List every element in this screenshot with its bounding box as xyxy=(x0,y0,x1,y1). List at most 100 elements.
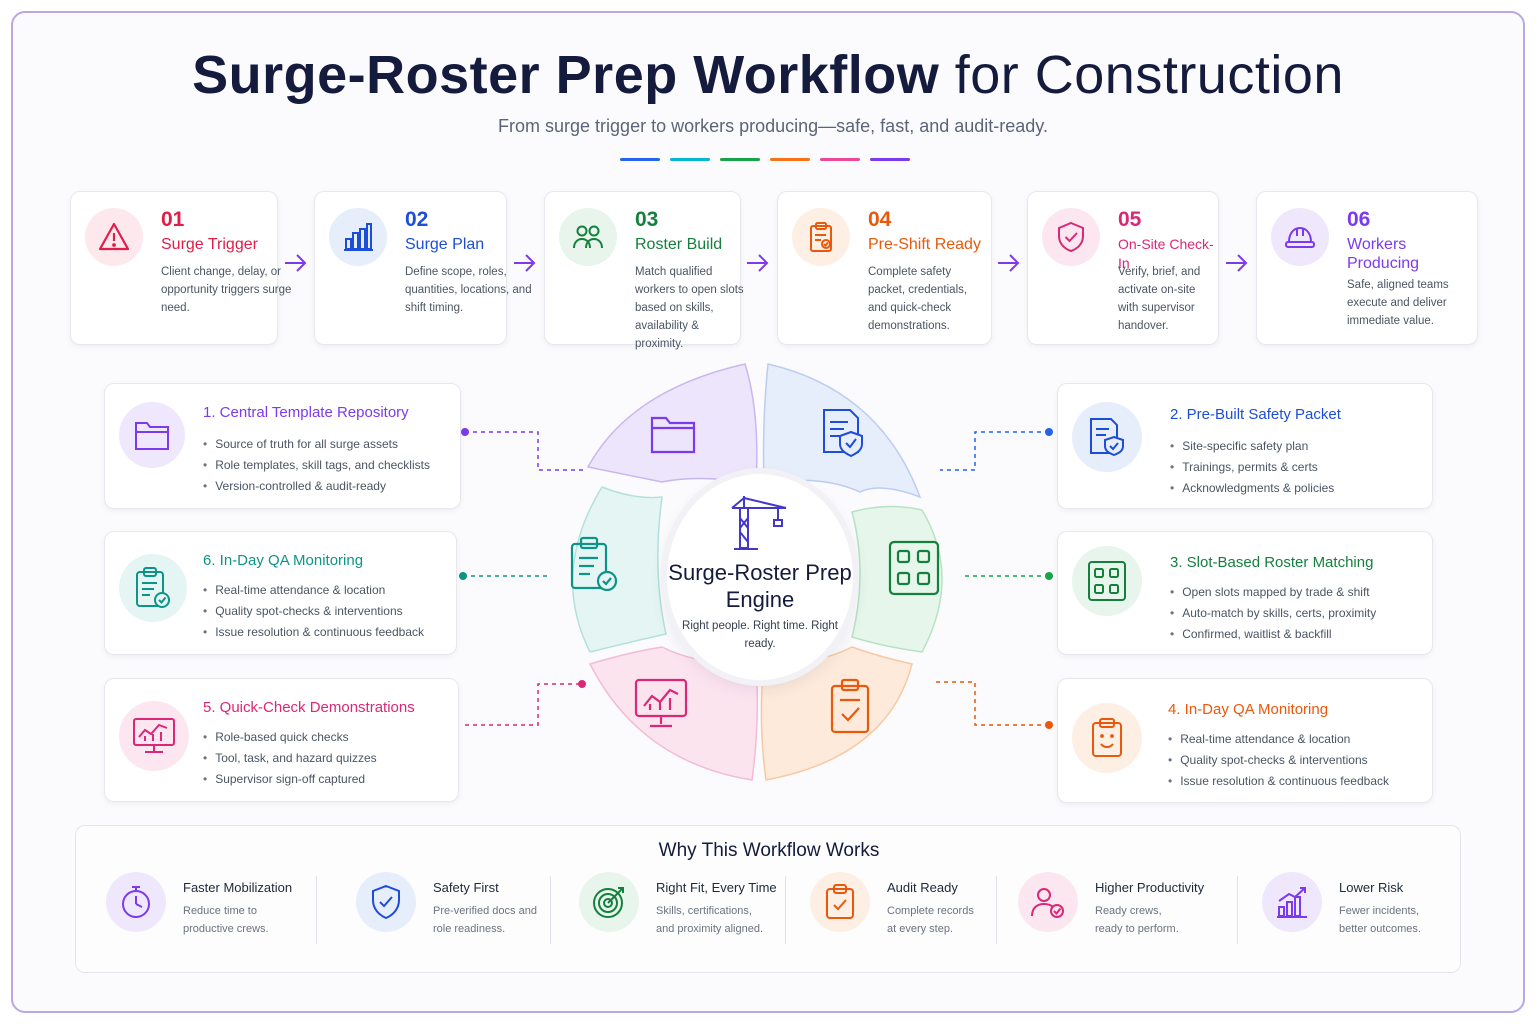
feature-bullet: Issue resolution & continuous feedback xyxy=(203,622,424,643)
feature-bullet: Real-time attendance & location xyxy=(203,580,424,601)
shield-check-icon xyxy=(1042,208,1100,266)
arrow-right-icon xyxy=(747,254,769,272)
step-description: Match qualified workers to open slots ba… xyxy=(635,266,744,350)
step-number: 01 xyxy=(161,208,185,231)
safety-document-icon xyxy=(823,409,863,458)
feature-title: 1. Central Template Repository xyxy=(203,404,409,421)
divider xyxy=(550,876,551,944)
feature-title: 6. In-Day QA Monitoring xyxy=(203,552,364,569)
engine-wheel xyxy=(570,363,943,781)
feature-bullet: Version-controlled & audit-ready xyxy=(203,476,430,497)
step-card-01: 01 Surge Trigger Client change, delay, o… xyxy=(70,191,291,345)
wheel-segment-safety xyxy=(762,363,922,499)
step-number: 06 xyxy=(1347,208,1371,231)
benefit-title: Faster Mobilization xyxy=(183,880,293,895)
divider xyxy=(316,876,317,944)
wheel-segment-qa-left xyxy=(571,486,667,653)
step-label: Roster Build xyxy=(635,236,723,253)
benefit-title: Right Fit, Every Time xyxy=(656,880,777,895)
step-label: On-Site Check-In xyxy=(1118,236,1214,271)
alert-triangle-icon xyxy=(85,208,143,266)
feature-bullet: Issue resolution & continuous feedback xyxy=(1168,771,1389,792)
why-panel: Why This Workflow Works Faster Mobilizat… xyxy=(75,825,1461,973)
title-rule-green xyxy=(720,158,760,161)
step-description: Verify, brief, and activate on-site with… xyxy=(1118,266,1201,332)
step-card-06: 06 Workers Producing Safe, aligned teams… xyxy=(1256,191,1478,345)
benefit-description: Skills, certifications,and proximity ali… xyxy=(656,905,764,935)
feature-bullet: Supervisor sign-off captured xyxy=(203,769,377,790)
feature-card-template-repository: 1. Central Template Repository Source of… xyxy=(104,383,461,509)
benefit-title: Higher Productivity xyxy=(1095,880,1205,895)
arrow-right-icon xyxy=(285,254,307,272)
engine-hub: Surge-Roster Prep Engine Right people. R… xyxy=(667,474,853,680)
user-check-icon xyxy=(1018,872,1078,932)
step-number: 03 xyxy=(635,208,659,231)
feature-card-quick-check: 5. Quick-Check Demonstrations Role-based… xyxy=(104,678,459,802)
stopwatch-icon xyxy=(106,872,166,932)
title-rule-cyan xyxy=(670,158,710,161)
feature-card-qa-monitoring-left: 6. In-Day QA Monitoring Real-time attend… xyxy=(104,531,457,655)
title-rule-blue xyxy=(620,158,660,161)
step-card-04: 04 Pre-Shift Ready Complete safety packe… xyxy=(777,191,992,345)
feature-card-roster-matching: 3. Slot-Based Roster Matching Open slots… xyxy=(1057,531,1433,655)
wheel-segment-qa-right xyxy=(760,646,913,781)
grid-icon xyxy=(1072,546,1142,616)
feature-title: 5. Quick-Check Demonstrations xyxy=(203,699,415,716)
feature-bullet: Acknowledgments & policies xyxy=(1170,478,1334,499)
feature-title: 3. Slot-Based Roster Matching xyxy=(1170,554,1374,571)
arrow-right-icon xyxy=(1226,254,1248,272)
feature-bullet: Auto-match by skills, certs, proximity xyxy=(1170,603,1376,624)
crane-icon xyxy=(731,496,787,550)
page-title: Surge-Roster Prep Workflow for Construct… xyxy=(192,45,1344,105)
feature-bullet: Trainings, permits & certs xyxy=(1170,457,1334,478)
title-rule-pink xyxy=(820,158,860,161)
hard-hat-icon xyxy=(1271,208,1329,266)
step-number: 05 xyxy=(1118,208,1142,231)
grid-icon xyxy=(888,540,940,596)
step-label: Surge Plan xyxy=(405,236,485,253)
target-icon xyxy=(579,872,639,932)
feature-bullet: Tool, task, and hazard quizzes xyxy=(203,748,376,769)
engine-title: Surge-Roster Prep Engine xyxy=(668,560,852,612)
clipboard-check-icon xyxy=(830,678,870,734)
benefit-description: Fewer incidents,better outcomes. xyxy=(1339,905,1421,935)
feature-bullets: Real-time attendance & location Quality … xyxy=(203,580,424,643)
divider xyxy=(1237,876,1238,944)
bar-chart-icon xyxy=(329,208,387,266)
shield-check-icon xyxy=(356,872,416,932)
clipboard-check-icon xyxy=(810,872,870,932)
feature-bullets: Real-time attendance & location Quality … xyxy=(1168,729,1389,792)
feature-bullet: Quality spot-checks & interventions xyxy=(203,601,424,622)
feature-bullets: Site-specific safety plan Trainings, per… xyxy=(1170,436,1334,499)
step-label: Workers Producing xyxy=(1347,236,1420,272)
page-subtitle: From surge trigger to workers producing—… xyxy=(498,116,1048,136)
feature-bullet: Real-time attendance & location xyxy=(1168,729,1389,750)
title-rule-orange xyxy=(770,158,810,161)
step-description: Define scope, roles, quantities, locatio… xyxy=(405,266,532,314)
folder-icon xyxy=(119,402,185,468)
feature-bullets: Role-based quick checks Tool, task, and … xyxy=(203,727,377,790)
feature-bullet: Source of truth for all surge assets xyxy=(203,434,430,455)
step-number: 04 xyxy=(868,208,892,231)
benefit-title: Audit Ready xyxy=(887,880,958,895)
why-title: Why This Workflow Works xyxy=(658,840,880,861)
step-card-02: 02 Surge Plan Define scope, roles, quant… xyxy=(314,191,532,345)
divider xyxy=(996,876,997,944)
title-rule-purple xyxy=(870,158,910,161)
step-card-05: 05 On-Site Check-In Verify, brief, and a… xyxy=(1027,191,1219,345)
arrow-right-icon xyxy=(514,254,536,272)
feature-bullet: Role-based quick checks xyxy=(203,727,377,748)
feature-bullets: Open slots mapped by trade & shift Auto-… xyxy=(1170,582,1376,645)
divider xyxy=(785,876,786,944)
feature-bullets: Source of truth for all surge assets Rol… xyxy=(203,434,430,497)
feature-bullet: Confirmed, waitlist & backfill xyxy=(1170,624,1376,645)
clipboard-checklist-icon xyxy=(119,554,187,622)
monitor-chart-icon xyxy=(119,701,189,771)
monitor-chart-icon xyxy=(634,678,688,728)
benefit-title: Lower Risk xyxy=(1339,880,1404,895)
folder-icon xyxy=(650,416,696,454)
benefit-description: Ready crews,ready to perform. xyxy=(1095,905,1179,935)
step-description: Client change, delay, or opportunity tri… xyxy=(161,266,292,314)
safety-document-icon xyxy=(1072,402,1142,472)
